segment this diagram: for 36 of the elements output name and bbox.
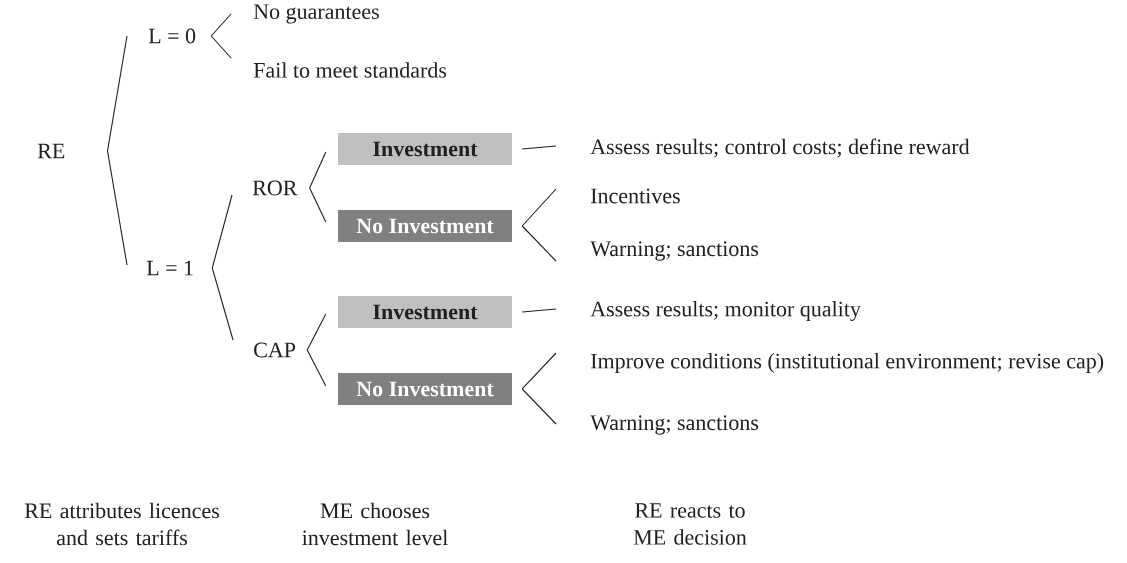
- choice-box: Investment: [338, 296, 512, 328]
- branch-label: Assess results; monitor quality: [590, 301, 861, 321]
- branch-label: Warning; sanctions: [590, 241, 759, 261]
- branch-line: [521, 145, 557, 150]
- branch-label: Improve conditions (institutional environment; revise cap): [591, 353, 1104, 373]
- branch-line: [521, 225, 557, 262]
- branch-label: Fail to meet standards: [253, 62, 447, 78]
- branch-line: [309, 187, 327, 223]
- branch-line: [210, 35, 232, 59]
- branch-line: [306, 313, 327, 351]
- branch-label: RE: [37, 143, 65, 159]
- choice-box: No Investment: [338, 210, 512, 242]
- stage-caption: RE attributes licences and sets tariffs: [24, 502, 219, 546]
- branch-line: [106, 35, 128, 152]
- stage-caption: ME chooses investment level: [302, 502, 448, 546]
- branch-label: ROR: [252, 180, 298, 196]
- branch-label: L = 1: [146, 260, 193, 276]
- choice-box: No Investment: [338, 373, 512, 405]
- choice-box: Investment: [338, 133, 512, 165]
- branch-label: L = 0: [148, 28, 196, 44]
- branch-line: [521, 352, 557, 390]
- branch-label: CAP: [254, 342, 296, 358]
- branch-label: Warning; sanctions: [590, 415, 759, 435]
- branch-line: [521, 308, 557, 313]
- branch-line: [521, 388, 557, 425]
- branch-label: Assess results; control costs; define reward: [590, 138, 970, 158]
- branch-label: No guarantees: [253, 4, 379, 24]
- branch-label: Incentives: [591, 188, 680, 204]
- branch-line: [210, 13, 232, 37]
- branch-line: [211, 267, 234, 341]
- stage-caption: RE reacts to ME decision: [633, 503, 747, 545]
- branch-line: [106, 150, 128, 266]
- branch-line: [211, 194, 233, 269]
- branch-line: [309, 151, 327, 189]
- branch-line: [306, 349, 327, 387]
- branch-line: [521, 188, 557, 227]
